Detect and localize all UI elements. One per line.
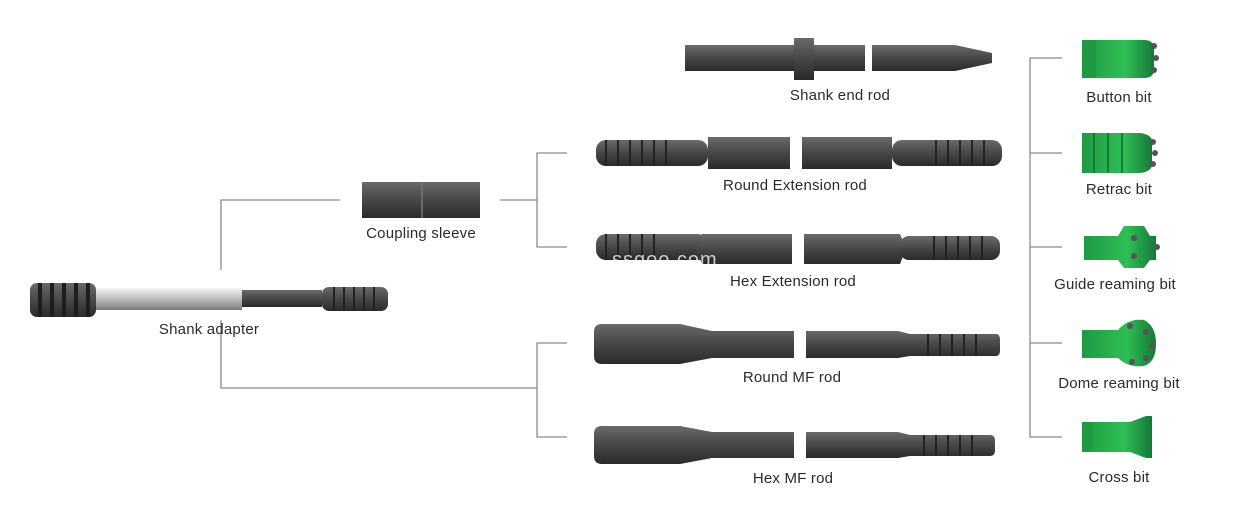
watermark: ssgoo.com [612,249,718,271]
retrac-bit-icon [1082,133,1158,173]
connector-mf-bracket [536,342,567,438]
hex-extension-rod-icon [596,234,1000,264]
hex-mf-rod-icon [594,426,995,464]
connector-adapter-to-mf [220,320,537,389]
shank-adapter-icon [30,283,388,317]
retrac-bit-label: Retrac bit [1085,181,1153,198]
dome-reaming-bit-label: Dome reaming bit [1058,375,1180,392]
cross-bit-icon [1082,416,1152,458]
round-mf-rod-icon [594,324,1000,364]
dome-reaming-bit-icon [1082,319,1156,367]
connector-sleeve-bracket [536,152,567,248]
connector-adapter-to-sleeve [220,199,340,270]
shank-end-rod-label: Shank end rod [789,87,891,104]
round-mf-rod-label: Round MF rod [742,369,842,386]
cross-bit-label: Cross bit [1088,469,1150,486]
button-bit-label: Button bit [1086,89,1152,106]
guide-reaming-bit-icon [1084,226,1160,268]
connector-lines [220,57,1062,438]
shank-end-rod-icon [685,38,992,80]
round-extension-rod-label: Round Extension rod [723,177,867,194]
button-bit-icon [1082,40,1159,78]
round-extension-rod-icon [596,137,1002,169]
coupling-sleeve-label: Coupling sleeve [366,225,476,242]
hex-mf-rod-label: Hex MF rod [752,470,834,487]
hex-extension-rod-label: Hex Extension rod [730,273,856,290]
guide-reaming-bit-label: Guide reaming bit [1054,276,1176,293]
coupling-sleeve-icon [362,182,480,218]
shank-adapter-label: Shank adapter [158,321,260,338]
